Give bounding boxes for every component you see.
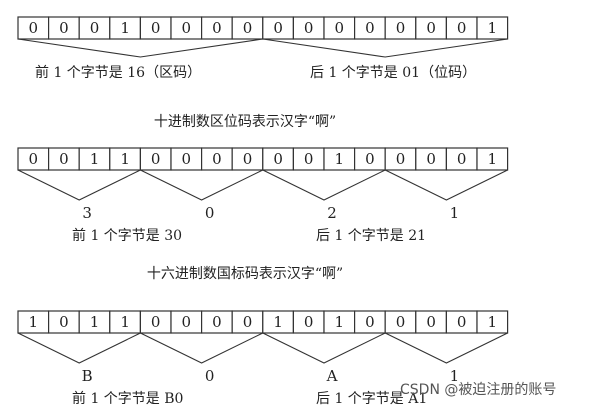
bit-value: 1	[335, 313, 345, 331]
bit-value: 1	[29, 313, 39, 331]
bit-value: 1	[335, 150, 345, 168]
nibble-brace	[384, 169, 508, 201]
bit-value: 0	[212, 313, 222, 331]
bit-value: 0	[457, 313, 467, 331]
bit-value: 0	[212, 19, 222, 37]
nibble-label: 2	[327, 204, 337, 222]
bit-value: 0	[59, 313, 69, 331]
bit-value: 0	[273, 150, 283, 168]
bit-value: 1	[120, 313, 130, 331]
bit-value: 0	[243, 150, 253, 168]
nibble-brace	[262, 332, 386, 364]
bit-value: 0	[335, 19, 345, 37]
nibble-label: 0	[205, 367, 215, 385]
bit-value: 0	[426, 19, 436, 37]
bit-value: 1	[120, 150, 130, 168]
right-byte-caption: 后 1 个字节是 21	[316, 228, 426, 244]
bit-value: 1	[488, 150, 498, 168]
bit-cell	[476, 310, 509, 334]
nibble-brace	[140, 332, 264, 364]
left-byte-caption: 前 1 个字节是 16（区码）	[35, 64, 201, 81]
bit-row-2: 0 0 1 1 0 0 0 0 0 0 1 0 0 0 0 1 3 0 2 1 前 1 个字节是 30 后 1 个字节是 …	[17, 147, 509, 282]
nibble-label: 1	[450, 204, 460, 222]
watermark: CSDN @被迫注册的账号	[400, 382, 557, 398]
bit-value: 0	[304, 150, 314, 168]
left-byte-caption: 前 1 个字节是 B0	[72, 390, 183, 407]
bit-value: 0	[365, 19, 375, 37]
bit-value: 0	[151, 19, 161, 37]
right-byte-caption: 后 1 个字节是 A1	[316, 391, 427, 407]
bit-value: 0	[182, 19, 192, 37]
bit-value: 1	[90, 150, 100, 168]
bit-value: 0	[243, 19, 253, 37]
bit-value: 0	[396, 19, 406, 37]
bit-value: 0	[212, 150, 222, 168]
nibble-brace	[262, 169, 386, 201]
bit-value: 1	[90, 313, 100, 331]
nibble-brace	[17, 332, 141, 364]
bit-value: 0	[365, 150, 375, 168]
bit-value: 1	[120, 19, 130, 37]
nibble-label: B	[82, 367, 93, 385]
byte-brace	[17, 38, 263, 58]
left-byte-caption: 前 1 个字节是 30	[72, 227, 182, 244]
bit-cell	[476, 147, 509, 171]
bit-value: 0	[182, 150, 192, 168]
nibble-brace	[17, 169, 141, 201]
bit-value: 0	[90, 19, 100, 37]
bit-row-1: 0 0 0 1 0 0 0 0 0 0 0 0 0 0 0 1 前 1 个字节是 16（区码） 后 1 个字节是 …	[17, 16, 509, 130]
bit-value: 0	[182, 313, 192, 331]
section-title: 十六进制数国标码表示汉字“啊”	[147, 266, 343, 282]
bit-value: 1	[273, 313, 283, 331]
bit-value: 0	[59, 150, 69, 168]
bit-value: 1	[488, 19, 498, 37]
bit-value: 0	[29, 150, 39, 168]
bit-value: 0	[151, 313, 161, 331]
bit-value: 1	[488, 313, 498, 331]
nibble-label: A	[326, 367, 338, 385]
nibble-label: 0	[205, 204, 215, 222]
bit-value: 0	[457, 19, 467, 37]
section-title: 十进制数区位码表示汉字“啊”	[154, 114, 336, 130]
right-byte-caption: 后 1 个字节是 01（位码）	[310, 65, 476, 81]
nibble-label: 3	[82, 204, 92, 222]
bit-value: 0	[426, 150, 436, 168]
byte-brace	[262, 38, 508, 58]
nibble-brace	[140, 169, 264, 201]
bit-value: 0	[304, 19, 314, 37]
bit-value: 0	[365, 313, 375, 331]
bit-value: 0	[273, 19, 283, 37]
bit-value: 0	[396, 150, 406, 168]
bit-value: 0	[426, 313, 436, 331]
bit-value: 0	[29, 19, 39, 37]
bit-value: 0	[243, 313, 253, 331]
bit-value: 0	[59, 19, 69, 37]
bit-value: 0	[396, 313, 406, 331]
bit-value: 0	[151, 150, 161, 168]
nibble-label: 1	[450, 367, 460, 385]
nibble-brace	[384, 332, 508, 364]
bit-cell	[476, 16, 509, 40]
bit-value: 0	[304, 313, 314, 331]
bit-value: 0	[457, 150, 467, 168]
